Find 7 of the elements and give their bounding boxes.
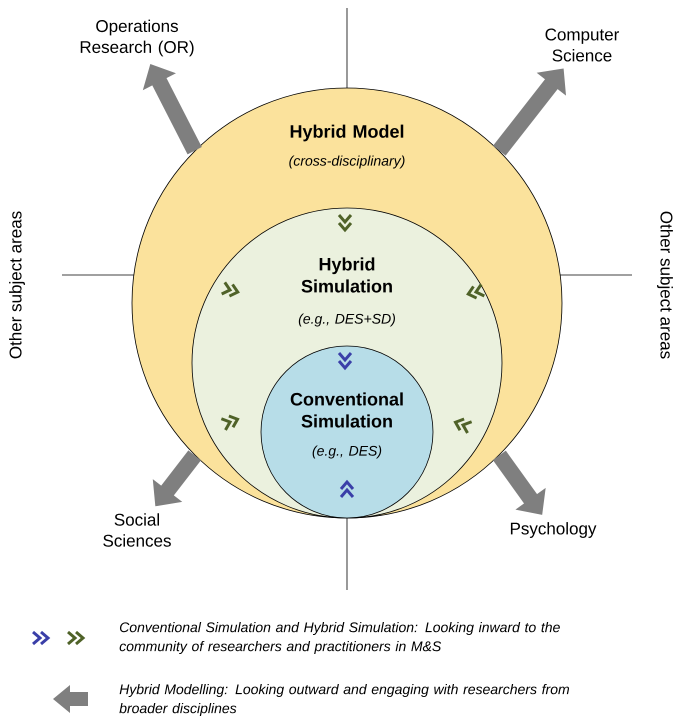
subject-label: Operations Research (OR) — [80, 20, 194, 56]
subject-label: Psychology — [510, 522, 596, 538]
legend-text: Hybrid Modelling: Looking outward and engaging with researchers from broader disciplines — [119, 684, 570, 716]
subject-label: Computer Science — [546, 28, 620, 62]
subject-label: Other subject areas — [657, 212, 673, 359]
subject-label: Other subject areas — [9, 211, 25, 358]
legend-text: Conventional Simulation and Hybrid Simulation: Looking inward to the community of researchers and practitioners in M&S — [120, 622, 560, 654]
